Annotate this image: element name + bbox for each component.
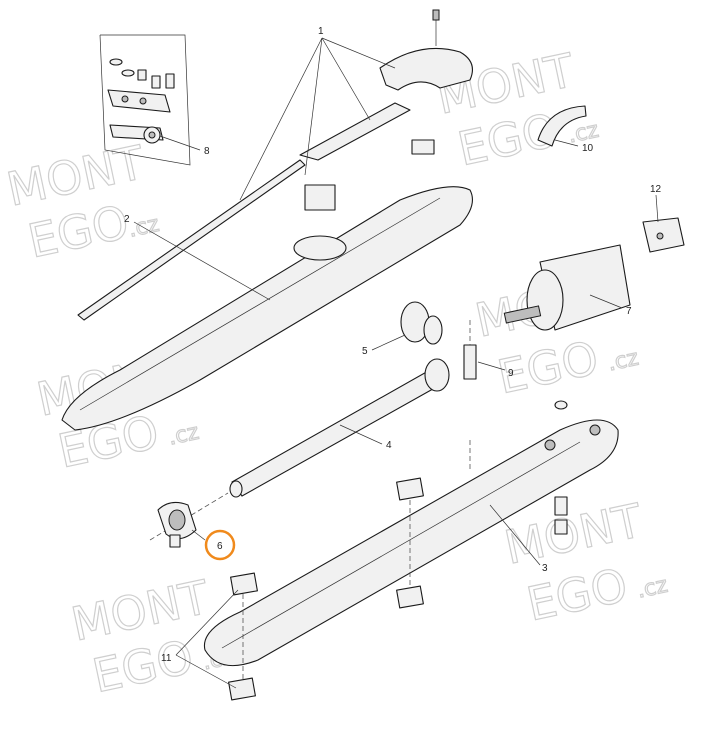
svg-text:.cz: .cz bbox=[606, 346, 641, 377]
callout-4-group: 4 bbox=[339, 424, 392, 451]
callout-5: 5 bbox=[362, 346, 368, 357]
svg-text:.cz: .cz bbox=[166, 420, 201, 451]
highlight-ring bbox=[204, 529, 236, 561]
callout-9: 9 bbox=[508, 368, 514, 379]
callout-6: 6 bbox=[217, 541, 223, 552]
svg-text:.cz: .cz bbox=[635, 573, 670, 604]
motor-part bbox=[503, 244, 631, 331]
mounting-pads-part bbox=[228, 440, 471, 701]
cover-part bbox=[299, 9, 473, 211]
upper-housing-part bbox=[61, 159, 473, 431]
callout-3-group: 3 bbox=[489, 504, 548, 574]
callout-8-group: 8 bbox=[159, 135, 210, 157]
callout-12: 12 bbox=[650, 184, 662, 195]
shaft-part bbox=[463, 320, 477, 380]
callout-12-group: 12 bbox=[650, 184, 662, 223]
callout-5-group: 5 bbox=[362, 334, 406, 357]
callout-10: 10 bbox=[582, 143, 594, 154]
callout-9-group: 9 bbox=[477, 361, 514, 379]
callout-1-group: 1 bbox=[239, 26, 396, 201]
callout-7-group: 7 bbox=[589, 294, 632, 317]
callout-2-group: 2 bbox=[124, 214, 271, 301]
callout-8: 8 bbox=[204, 146, 210, 157]
callout-11-group: 11 bbox=[161, 589, 239, 689]
release-handle-part bbox=[537, 105, 587, 147]
bracket-kit-part bbox=[99, 34, 191, 166]
callout-3: 3 bbox=[542, 563, 548, 574]
nut-bracket-part bbox=[157, 501, 197, 548]
callout-6-group: 6 bbox=[191, 529, 236, 561]
worm-screw-part bbox=[149, 358, 450, 541]
watermark-top-left: MONT EGO .cz bbox=[2, 134, 162, 269]
callout-11: 11 bbox=[161, 653, 172, 664]
watermark-bottom-right: MONT EGO .cz bbox=[499, 492, 670, 632]
callout-7: 7 bbox=[626, 306, 632, 317]
watermark-top-right: MONT EGO .cz bbox=[431, 42, 601, 177]
capacitor-part bbox=[642, 217, 685, 253]
callout-1: 1 bbox=[318, 26, 324, 37]
callout-10-group: 10 bbox=[554, 139, 594, 154]
callout-2: 2 bbox=[124, 214, 130, 225]
gear-part bbox=[400, 301, 443, 345]
callout-4: 4 bbox=[386, 440, 392, 451]
lower-housing-part bbox=[203, 400, 619, 667]
